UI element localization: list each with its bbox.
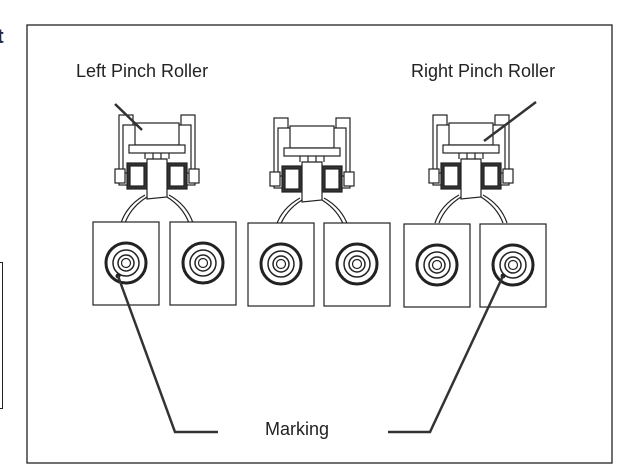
left-pinch-roller-assembly	[114, 114, 200, 224]
left-pinch-roller-label: Left Pinch Roller	[76, 61, 209, 81]
marking-label: Marking	[265, 419, 330, 439]
right-leader-line	[483, 101, 537, 142]
diagram-frame	[26, 24, 613, 464]
left-leader-line	[114, 103, 143, 131]
cropped-box-edge	[0, 262, 3, 409]
grit-roller-pad	[322, 221, 392, 308]
marking-leader-right	[388, 275, 505, 434]
grit-roller-pad	[246, 221, 316, 308]
grit-roller-pad	[91, 220, 161, 307]
cropped-text-fragment: t	[0, 26, 4, 48]
grit-roller-pad	[402, 222, 472, 309]
right-pinch-roller-label: Right Pinch Roller	[411, 61, 556, 81]
right-pinch-roller-assembly	[428, 114, 514, 224]
marking-leader-left	[116, 275, 218, 434]
grit-roller-pad	[168, 220, 238, 307]
grit-roller-pad	[478, 222, 548, 309]
center-pinch-roller-assembly	[269, 117, 355, 227]
